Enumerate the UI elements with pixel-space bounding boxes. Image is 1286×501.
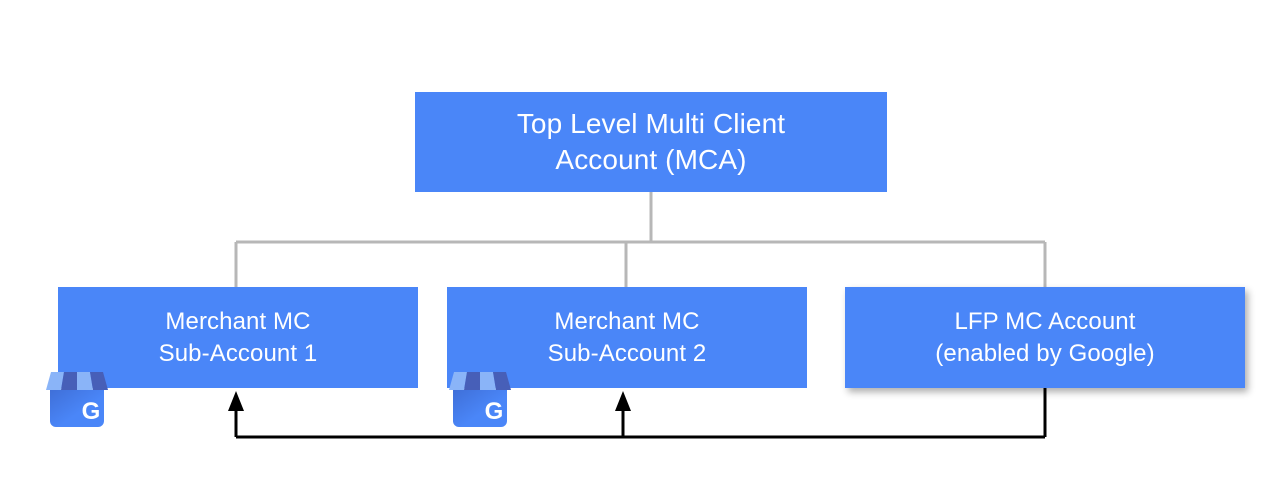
node-merchant-mc-sub-account-2[interactable]: Merchant MC Sub-Account 2 (447, 287, 807, 388)
node-merchant-mc-sub-account-1[interactable]: Merchant MC Sub-Account 1 (58, 287, 418, 388)
awning-stripe-2 (61, 372, 77, 390)
awning-stripe-3 (77, 372, 93, 390)
awning-stripe-1 (449, 372, 467, 390)
node-top-level-mca[interactable]: Top Level Multi Client Account (MCA) (415, 92, 887, 192)
arrowhead-group (228, 391, 631, 411)
awning-stripe-1 (46, 372, 64, 390)
awning-stripe-4 (493, 372, 511, 390)
arrowhead-sub2 (615, 391, 631, 411)
arrowhead-sub1 (228, 391, 244, 411)
tree-connector-group (234, 192, 1047, 288)
storefront-body (453, 390, 507, 427)
storefront-body (50, 390, 104, 427)
google-business-profile-storefront-icon: G (449, 372, 511, 427)
storefront-g-letter: G (485, 398, 504, 425)
awning-stripe-3 (480, 372, 496, 390)
node-lfp-mc-account[interactable]: LFP MC Account (enabled by Google) (845, 287, 1245, 388)
google-business-profile-storefront-icon: G (46, 372, 108, 427)
lfp-feedback-arrow-group (234, 388, 1047, 439)
awning-stripe-4 (90, 372, 108, 390)
awning-stripe-2 (464, 372, 480, 390)
storefront-g-letter: G (82, 398, 101, 425)
